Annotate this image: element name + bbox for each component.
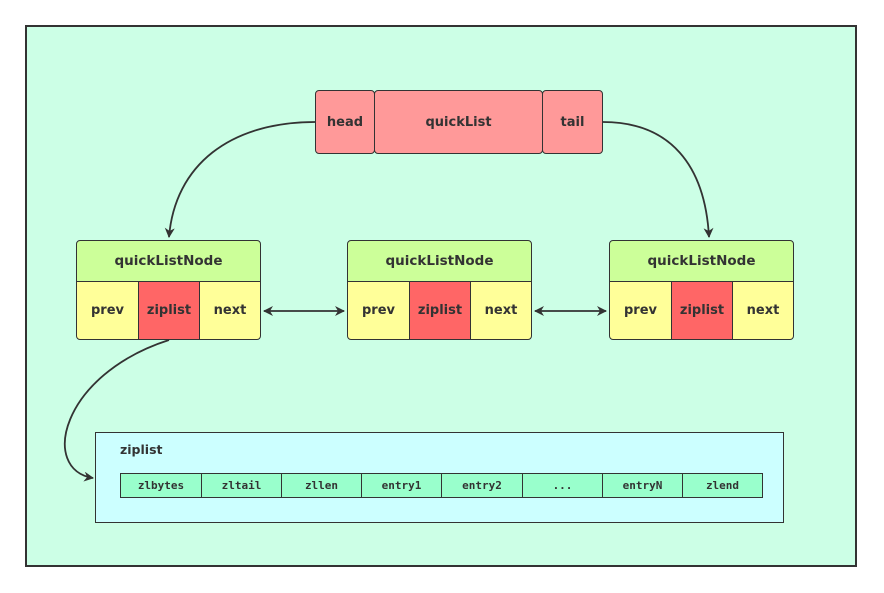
ziplist-field-entryN[interactable]: entryN bbox=[602, 473, 683, 498]
ziplist-field-zllen[interactable]: zllen bbox=[281, 473, 362, 498]
node-3-next[interactable]: next bbox=[732, 281, 794, 340]
node-1-next[interactable]: next bbox=[199, 281, 261, 340]
quicklist-tail-cell[interactable]: tail bbox=[542, 90, 603, 154]
ziplist-field-zlend[interactable]: zlend bbox=[682, 473, 763, 498]
node-2-prev[interactable]: prev bbox=[347, 281, 410, 340]
node-3-prev[interactable]: prev bbox=[609, 281, 672, 340]
node-3-ziplist[interactable]: ziplist bbox=[671, 281, 733, 340]
ziplist-field-entry1[interactable]: entry1 bbox=[361, 473, 442, 498]
head-to-first-node-arrow bbox=[164, 121, 316, 238]
node-2-header[interactable]: quickListNode bbox=[347, 240, 532, 282]
quicklist-head-cell[interactable]: head bbox=[315, 90, 375, 154]
node-3-header[interactable]: quickListNode bbox=[609, 240, 794, 282]
ziplist-pointer-arrow bbox=[63, 339, 170, 482]
node-2-ziplist[interactable]: ziplist bbox=[409, 281, 471, 340]
tail-to-last-node-arrow bbox=[602, 121, 714, 238]
ziplist-field-zlbytes[interactable]: zlbytes bbox=[120, 473, 202, 498]
ziplist-title: ziplist bbox=[120, 442, 163, 457]
ziplist-field-entry2[interactable]: entry2 bbox=[441, 473, 523, 498]
node-1-prev[interactable]: prev bbox=[76, 281, 139, 340]
ziplist-field-zltail[interactable]: zltail bbox=[201, 473, 282, 498]
node-2-next[interactable]: next bbox=[470, 281, 532, 340]
